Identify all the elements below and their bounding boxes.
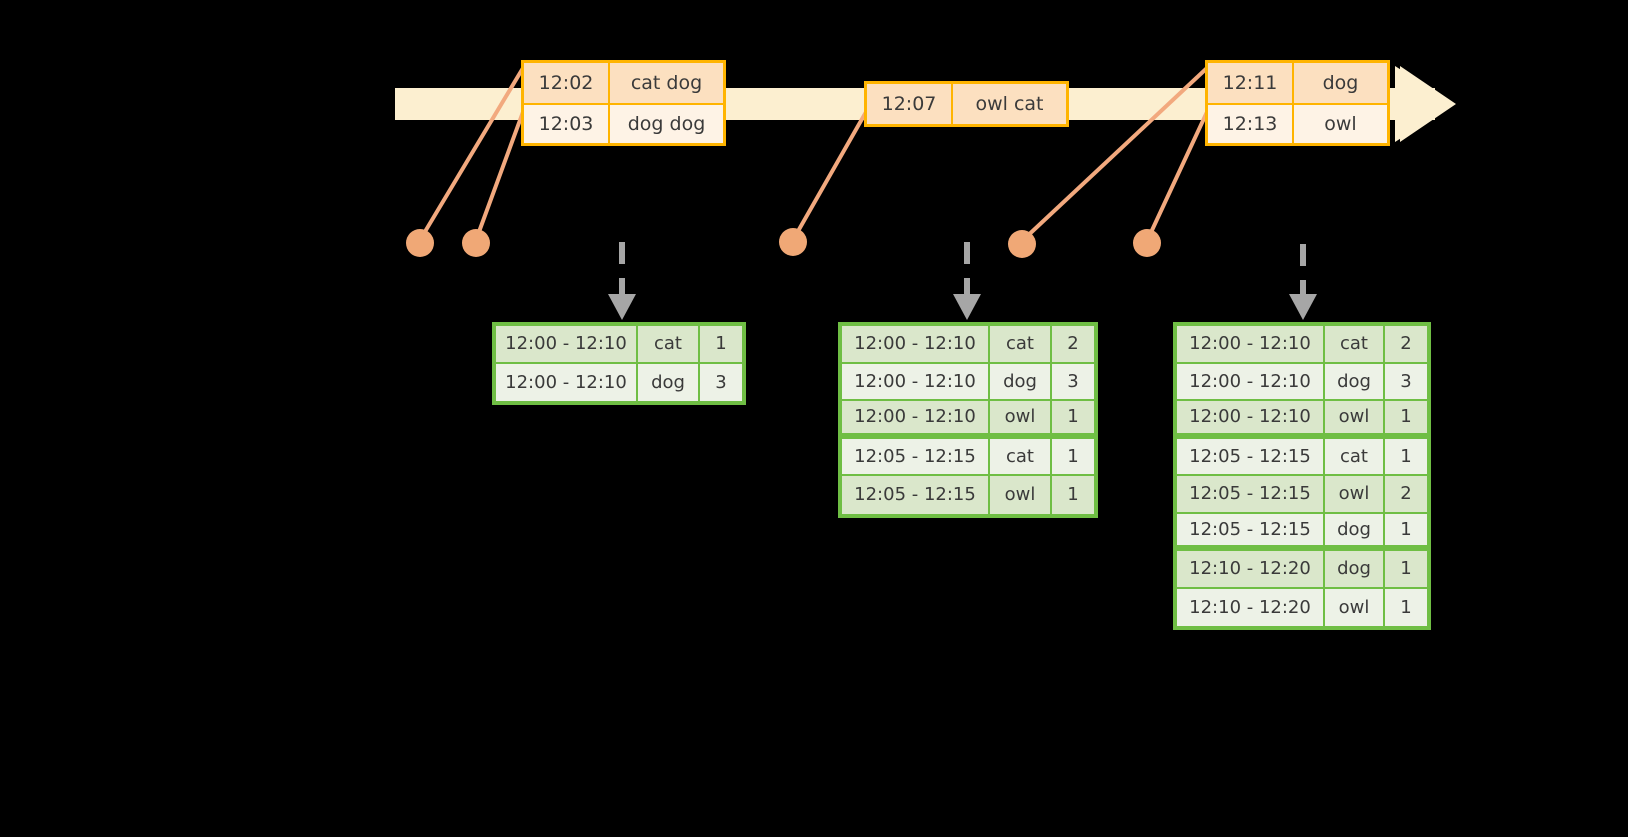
event-marker-dots — [406, 228, 1161, 258]
event-words: dog dog — [627, 113, 706, 135]
key-cell: dog — [1325, 363, 1385, 399]
count-cell: 1 — [1400, 558, 1412, 580]
count-cell: 2 — [1400, 333, 1412, 355]
event-dot — [779, 228, 807, 256]
key-cell: dog — [990, 363, 1052, 399]
timeline-event-row[interactable]: 12:11 dog — [1208, 63, 1387, 103]
timeline-event-group-1[interactable]: 12:02 cat dog 12:03 dog dog — [521, 60, 726, 146]
key-cell: cat — [1325, 326, 1385, 362]
event-time: 12:02 — [524, 63, 610, 103]
event-dot — [462, 229, 490, 257]
window-cell: 12:00 - 12:10 — [842, 401, 990, 433]
window-cell: 12:00 - 12:10 — [1177, 363, 1325, 399]
window-cell: 12:05 - 12:15 — [1177, 476, 1325, 512]
event-words: owl cat — [975, 93, 1044, 115]
count-cell: 3 — [1400, 370, 1412, 392]
window-cell: 12:00 - 12:10 — [842, 363, 990, 399]
key-cell: cat — [990, 438, 1052, 474]
event-dot — [1133, 229, 1161, 257]
count-cell: 1 — [1400, 445, 1412, 467]
emit-arrow-3 — [1289, 244, 1317, 320]
event-dot — [1008, 230, 1036, 258]
window-cell: 12:00 - 12:10 — [842, 326, 990, 362]
key-cell: cat — [1325, 438, 1385, 474]
window-cell: 12:10 - 12:20 — [1177, 588, 1325, 626]
timeline-event-group-3[interactable]: 12:11 dog 12:13 owl — [1205, 60, 1390, 146]
count-cell: 2 — [1400, 483, 1412, 505]
window-cell: 12:05 - 12:15 — [842, 438, 990, 474]
count-cell: 1 — [1400, 406, 1412, 428]
window-cell: 12:00 - 12:10 — [1177, 326, 1325, 362]
key-cell: owl — [1325, 588, 1385, 626]
key-cell: dog — [638, 363, 700, 401]
key-cell: owl — [990, 476, 1052, 514]
key-cell: owl — [1325, 476, 1385, 512]
count-cell: 1 — [1067, 406, 1079, 428]
emit-arrows — [608, 242, 1317, 320]
count-cell: 1 — [1067, 445, 1079, 467]
emit-arrow-1 — [608, 242, 636, 320]
count-cell: 1 — [1067, 484, 1079, 506]
count-cell: 2 — [1067, 333, 1079, 355]
key-cell: cat — [990, 326, 1052, 362]
event-dot — [406, 229, 434, 257]
window-cell: 12:00 - 12:10 — [496, 363, 638, 401]
count-cell: 1 — [1400, 596, 1412, 618]
count-cell: 3 — [1067, 370, 1079, 392]
timeline-event-row[interactable]: 12:13 owl — [1208, 103, 1387, 143]
key-cell: dog — [1325, 551, 1385, 587]
emit-arrow-2 — [953, 242, 981, 320]
timeline-event-row[interactable]: 12:02 cat dog — [524, 63, 723, 103]
count-cell: 1 — [1400, 518, 1412, 540]
key-cell: owl — [990, 401, 1052, 433]
window-cell: 12:05 - 12:15 — [1177, 513, 1325, 545]
event-time: 12:11 — [1208, 63, 1294, 103]
timeline-event-row[interactable]: 12:03 dog dog — [524, 103, 723, 143]
window-cell: 12:10 - 12:20 — [1177, 551, 1325, 587]
event-time: 12:07 — [867, 84, 953, 124]
event-time: 12:03 — [524, 105, 610, 143]
window-cell: 12:00 - 12:10 — [496, 326, 638, 362]
key-cell: cat — [638, 326, 700, 362]
count-cell: 3 — [715, 371, 727, 393]
count-cell: 1 — [715, 333, 727, 355]
key-cell: owl — [1325, 401, 1385, 433]
event-words: dog — [1322, 72, 1359, 94]
key-cell: dog — [1325, 513, 1385, 545]
event-words: owl — [1324, 113, 1357, 135]
timeline-event-group-2[interactable]: 12:07 owl cat — [864, 81, 1069, 127]
event-time: 12:13 — [1208, 105, 1294, 143]
event-words: cat dog — [630, 72, 703, 94]
timeline-event-row[interactable]: 12:07 owl cat — [867, 84, 1066, 124]
window-cell: 12:05 - 12:15 — [842, 476, 990, 514]
window-cell: 12:00 - 12:10 — [1177, 401, 1325, 433]
window-cell: 12:05 - 12:15 — [1177, 438, 1325, 474]
